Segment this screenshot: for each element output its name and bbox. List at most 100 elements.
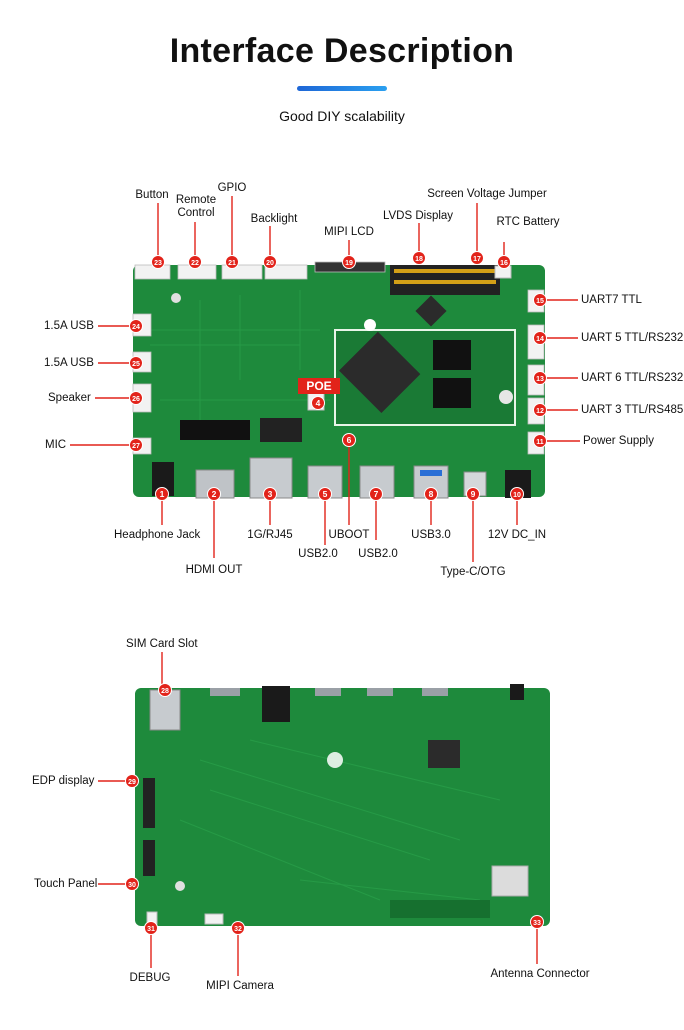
label-screen-voltage-jumper: Screen Voltage Jumper <box>427 188 547 200</box>
marker-circle <box>533 293 547 307</box>
label-usb3: USB3.0 <box>411 529 451 541</box>
marker-circle <box>144 921 158 935</box>
label-hdmi-out: HDMI OUT <box>185 564 243 576</box>
marker-number: 8 <box>429 489 434 499</box>
label-backlight: Backlight <box>250 213 298 225</box>
page-title: Interface Description <box>169 32 515 70</box>
label-lvds-display: LVDS Display <box>382 210 454 222</box>
label-sim-card-slot: SIM Card Slot <box>126 638 198 650</box>
marker-number: 28 <box>161 688 169 695</box>
marker-28: 28 <box>158 683 172 697</box>
marker-circle <box>369 487 383 501</box>
bottom-pcb <box>135 688 550 926</box>
m2-slot <box>180 420 250 440</box>
label-usb-2: 1.5A USB <box>44 357 94 369</box>
transformer <box>260 418 302 442</box>
lvds-pins <box>394 269 496 284</box>
marker-number: 14 <box>536 336 544 343</box>
marker-27: 27 <box>129 438 143 452</box>
label-uart5: UART 5 TTL/RS232 <box>581 332 684 344</box>
marker-circle <box>497 255 511 269</box>
marker-circle <box>263 255 277 269</box>
marker-24: 24 <box>129 319 143 333</box>
ram-chip-2 <box>433 378 471 408</box>
marker-16: 16 <box>497 255 511 269</box>
soc-chip <box>338 331 421 414</box>
bottom-chip <box>428 740 460 768</box>
marker-8: 8 <box>424 487 438 501</box>
marker-6: 6 <box>342 433 356 447</box>
logo-mark <box>364 319 376 331</box>
marker-number: 23 <box>154 260 162 267</box>
label-headphone-jack: Headphone Jack <box>114 529 201 541</box>
marker-circle <box>318 487 332 501</box>
marker-20: 20 <box>263 255 277 269</box>
marker-circle <box>533 403 547 417</box>
marker-number: 7 <box>374 489 379 499</box>
marker-21: 21 <box>225 255 239 269</box>
marker-circle <box>155 487 169 501</box>
marker-circle <box>466 487 480 501</box>
marker-circle <box>188 255 202 269</box>
marker-number: 15 <box>536 298 544 305</box>
label-mipi-lcd: MIPI LCD <box>324 226 374 238</box>
marker-number: 30 <box>128 882 136 889</box>
label-uart7: UART7 TTL <box>581 294 642 306</box>
marker-11: 11 <box>533 434 547 448</box>
marker-number: 20 <box>266 260 274 267</box>
marker-30: 30 <box>125 877 139 891</box>
label-edp-display: EDP display <box>32 775 95 787</box>
marker-number: 25 <box>132 361 140 368</box>
page-subtitle: Good DIY scalability <box>279 108 405 124</box>
marker-9: 9 <box>466 487 480 501</box>
marker-circle <box>125 877 139 891</box>
marker-circle <box>225 255 239 269</box>
marker-circle <box>311 396 325 410</box>
marker-number: 1 <box>160 489 165 499</box>
marker-circle <box>151 255 165 269</box>
marker-circle <box>263 487 277 501</box>
bottom-board <box>135 684 550 926</box>
marker-number: 21 <box>228 260 236 267</box>
poe-tag: POE <box>298 378 340 394</box>
marker-circle <box>129 356 143 370</box>
headphone-jack <box>152 462 174 496</box>
marker-2: 2 <box>207 487 221 501</box>
label-debug: DEBUG <box>129 972 171 984</box>
marker-number: 18 <box>415 256 423 263</box>
ram-chip-1 <box>433 340 471 370</box>
marker-10: 10 <box>510 487 524 501</box>
marker-number: 26 <box>132 396 140 403</box>
marker-circle <box>125 774 139 788</box>
marker-32: 32 <box>231 921 245 935</box>
marker-4: 4 <box>311 396 325 410</box>
mount-hole <box>171 293 181 303</box>
label-gpio: GPIO <box>217 182 247 194</box>
bottom-traces <box>179 739 501 901</box>
marker-23: 23 <box>151 255 165 269</box>
marker-number: 5 <box>323 489 328 499</box>
marker-number: 12 <box>536 408 544 415</box>
label-mipi-camera: MIPI Camera <box>206 980 274 992</box>
marker-number: 13 <box>536 376 544 383</box>
marker-12: 12 <box>533 403 547 417</box>
small-chip <box>415 295 447 327</box>
touch-connector <box>143 840 155 876</box>
marker-13: 13 <box>533 371 547 385</box>
marker-number: 24 <box>132 324 140 331</box>
label-usb2-b: USB2.0 <box>358 548 398 560</box>
label-usb2-a: USB2.0 <box>298 548 338 560</box>
marker-3: 3 <box>263 487 277 501</box>
marker-number: 33 <box>533 920 541 927</box>
marker-number: 17 <box>473 256 481 263</box>
marker-number: 3 <box>268 489 273 499</box>
label-dc-in: 12V DC_IN <box>487 529 547 541</box>
marker-circle <box>533 434 547 448</box>
label-remote-control: Remote Control <box>175 194 217 219</box>
marker-14: 14 <box>533 331 547 345</box>
label-mic: MIC <box>45 439 67 451</box>
marker-number: 27 <box>132 443 140 450</box>
marker-17: 17 <box>470 251 484 265</box>
edp-connector <box>143 778 155 828</box>
marker-26: 26 <box>129 391 143 405</box>
